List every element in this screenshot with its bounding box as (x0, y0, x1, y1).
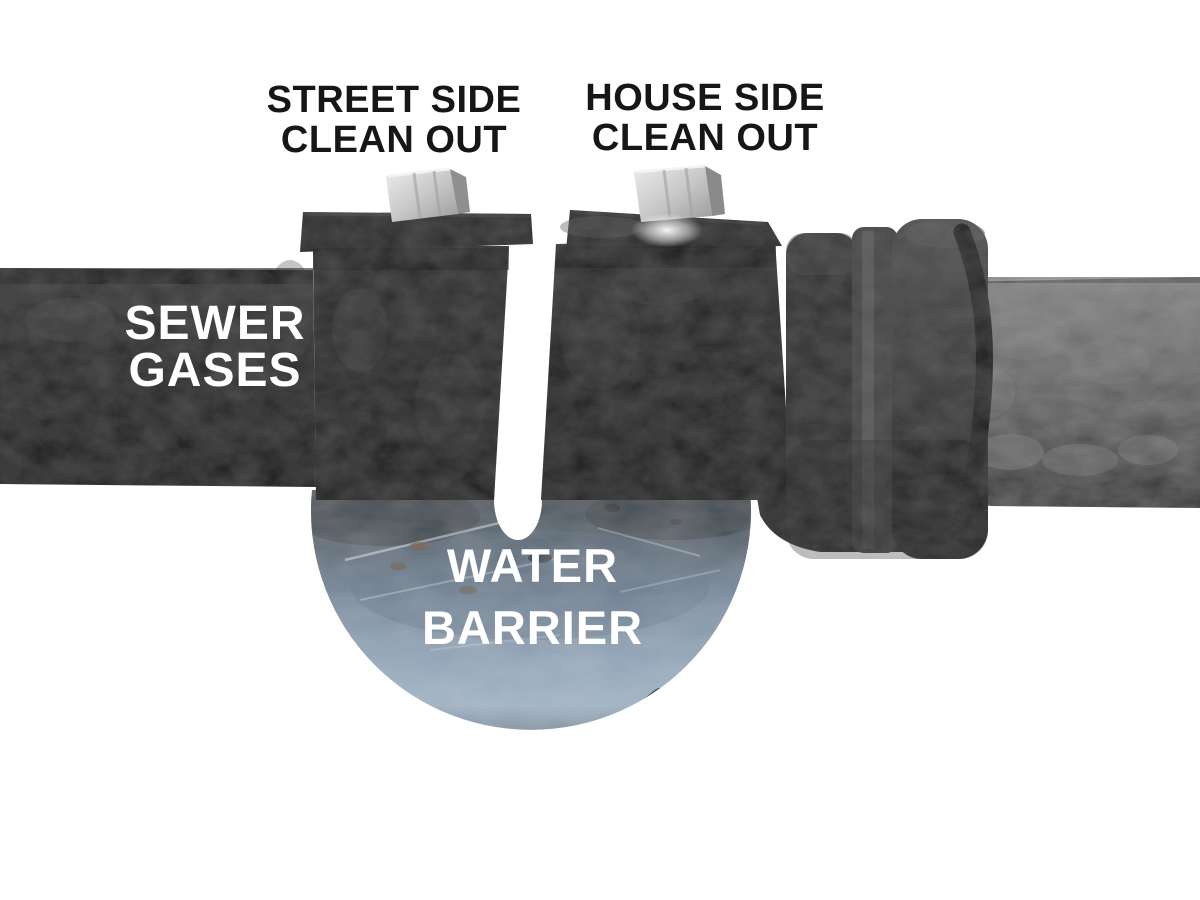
trap-center-gap (494, 246, 557, 540)
sewer-gases-label: SEWER GASES (120, 297, 310, 397)
street-plug-nut-face (386, 169, 458, 222)
pipe-hub-coupling (786, 219, 994, 559)
water-barrier-label-line2: BARRIER (421, 601, 644, 654)
street-plug-nut-side (450, 169, 470, 214)
street-cleanout-label: STREET SIDE CLEAN OUT (246, 80, 542, 160)
house-plug-nut-side (705, 166, 725, 216)
hub-lower-shadow (786, 440, 988, 559)
street-cleanout-flange (300, 212, 533, 252)
house-pipe-right (952, 277, 1200, 508)
house-plug-glow (631, 213, 703, 247)
pipe-texture-blotches (0, 210, 776, 472)
water-barrier-label: WATER BARRIER (405, 535, 660, 659)
house-plug-nut-highlight (635, 164, 706, 174)
street-cleanout-riser (313, 246, 509, 500)
sewer-gases-label-line1: SEWER (124, 297, 306, 350)
house-cleanout-label: HOUSE SIDE CLEAN OUT (555, 78, 855, 158)
house-cleanout-label-line2: CLEAN OUT (591, 117, 819, 159)
cast-iron-trap-body (0, 210, 980, 552)
water-barrier-label-line1: WATER (446, 539, 619, 592)
street-cleanout-label-line2: CLEAN OUT (280, 119, 508, 161)
street-cleanout-plug (386, 167, 470, 222)
house-cleanout-label-line1: HOUSE SIDE (585, 77, 825, 119)
house-plug-nut-streaks (662, 167, 694, 219)
street-plug-nut-highlight (387, 167, 451, 178)
hub-band-highlight (786, 233, 858, 275)
street-cleanout-label-line1: STREET SIDE (266, 79, 522, 121)
sewer-gases-label-line2: GASES (128, 344, 302, 397)
street-plug-nut-streaks (412, 170, 442, 219)
house-cleanout-plug (631, 164, 725, 247)
